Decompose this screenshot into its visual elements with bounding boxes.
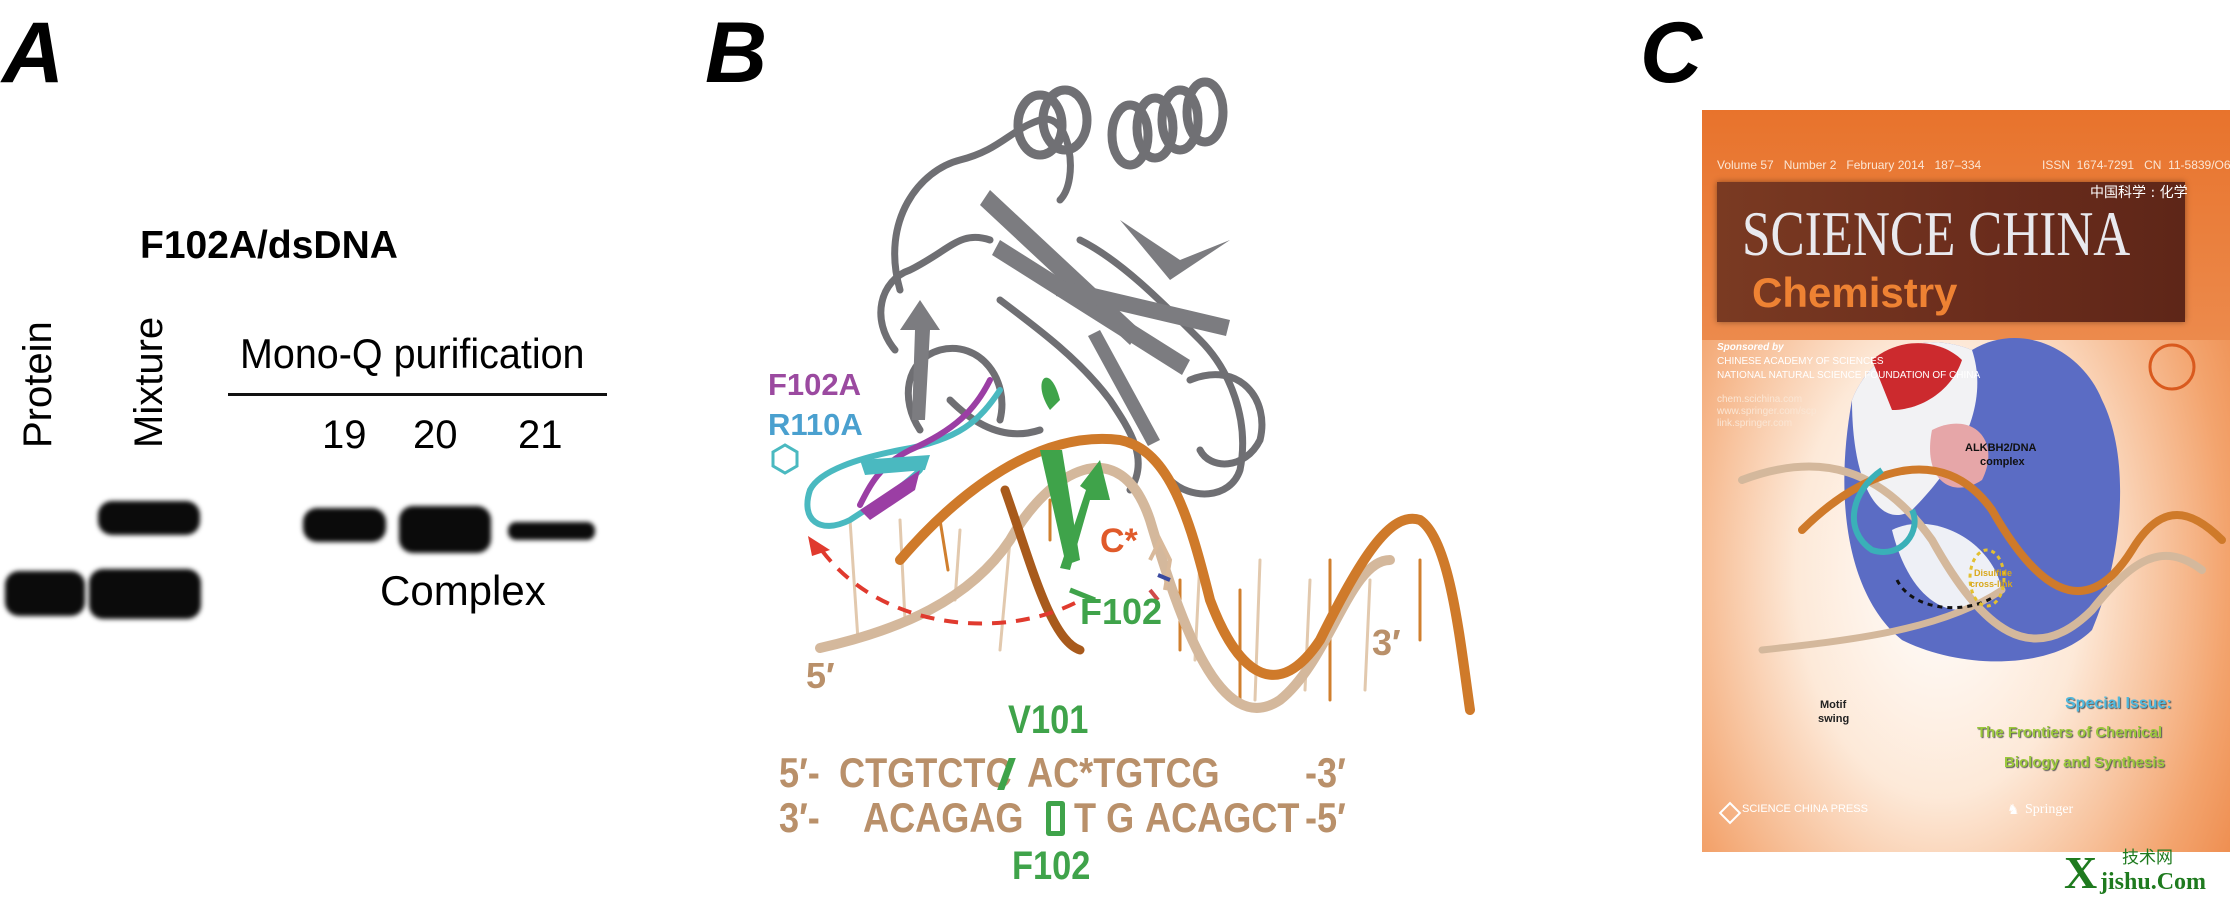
cover-special-title-2: Biology and Synthesis bbox=[2004, 754, 2165, 771]
protein-ribbon-gray bbox=[877, 115, 1266, 498]
gel-band-fraction-20 bbox=[399, 506, 491, 553]
fraction-20: 20 bbox=[413, 413, 458, 457]
cover-link-2: www.springer.com/scp bbox=[1717, 406, 1817, 417]
complex-label: Complex bbox=[380, 567, 546, 614]
panel-a-label: A bbox=[2, 5, 65, 101]
seq-bottom-end: -5′ bbox=[1305, 794, 1346, 841]
mutant-label-r110a: R110A bbox=[768, 407, 863, 442]
cover-issn-line: ISSN 1674-7291 CN 11-5839/O6 bbox=[2042, 158, 2230, 172]
disulfide-circle bbox=[1968, 548, 2006, 608]
cover-motif-2: swing bbox=[1818, 713, 1850, 725]
cover-sponsored-by: Sponsored by bbox=[1717, 342, 1784, 353]
seq-top-end: -3′ bbox=[1305, 749, 1346, 796]
dna-helix bbox=[815, 433, 1475, 715]
mono-q-label: Mono-Q purification bbox=[240, 330, 585, 377]
three-prime-label: 3′ bbox=[1372, 622, 1401, 663]
protein-sheets-gray bbox=[900, 190, 1230, 446]
gel-band-mixture-protein bbox=[89, 569, 201, 619]
c-star-nucleotide bbox=[1148, 535, 1173, 602]
springer-horse-icon: ♞ bbox=[2007, 801, 2020, 817]
journal-cover: Volume 57 Number 2 February 2014 187–334… bbox=[1702, 110, 2230, 852]
watermark-brand: X bbox=[2064, 847, 2098, 898]
seq-bottom-mid: T G bbox=[1074, 794, 1135, 841]
f102-structure-label: F102 bbox=[1080, 591, 1163, 632]
watermark-chinese: 技术网 bbox=[2122, 848, 2173, 868]
c-star-label: C* bbox=[1100, 522, 1138, 560]
panel-b-label: B bbox=[705, 5, 768, 101]
seq-bottom-start: 3′- bbox=[779, 794, 820, 841]
cover-sponsor-2: NATIONAL NATURAL SCIENCE FOUNDATION OF C… bbox=[1717, 370, 1981, 381]
cover-cyan-loop bbox=[1851, 467, 1918, 555]
f102-seq-label: F102 bbox=[1012, 844, 1091, 888]
gel-band-fraction-21 bbox=[508, 522, 595, 540]
cover-publisher-2: Springer bbox=[2025, 802, 2074, 817]
gel-title: F102A/dsDNA bbox=[140, 224, 398, 267]
swing-arrow bbox=[818, 546, 1076, 626]
watermark-domain: jishu.Com bbox=[2100, 869, 2207, 895]
cover-illustration bbox=[1738, 338, 2226, 662]
cover-subject: Chemistry bbox=[1752, 269, 1958, 316]
cover-complex-label-1: ALKBH2/DNA bbox=[1965, 442, 2037, 454]
seq-top-right: AC*TGTCG bbox=[1027, 749, 1220, 796]
f102a-r110a-loop bbox=[771, 377, 1003, 529]
cover-link-3: link.springer.com bbox=[1717, 418, 1793, 429]
society-seal bbox=[2148, 343, 2196, 391]
cover-chinese-title: 中国科学 : 化学 bbox=[2090, 185, 2188, 201]
gel-band-mixture-complex bbox=[98, 501, 200, 535]
panel-c-label: C bbox=[1640, 5, 1703, 101]
mono-q-divider bbox=[228, 393, 607, 396]
f102-hairpin-green bbox=[1040, 377, 1110, 603]
fraction-19: 19 bbox=[322, 413, 367, 457]
protein-helix-gray bbox=[1013, 77, 1228, 170]
cover-disulfide-1: Disulfide bbox=[1974, 568, 2013, 578]
cover-volume-line: Volume 57 Number 2 February 2014 187–334 bbox=[1717, 158, 1982, 172]
cover-publisher-1: SCIENCE CHINA PRESS bbox=[1742, 803, 1868, 815]
cover-motif-arrow bbox=[1895, 579, 1993, 610]
cover-motif-1: Motif bbox=[1820, 699, 1847, 711]
cover-complex-label-2: complex bbox=[1980, 456, 2025, 468]
cover-special-title-1: The Frontiers of Chemical bbox=[1977, 724, 2163, 741]
seq-top-left: CTGTCTC bbox=[839, 749, 1012, 796]
mutant-label-f102a: F102A bbox=[768, 367, 862, 402]
f102-flip-box bbox=[1046, 801, 1065, 836]
cover-title-banner bbox=[1717, 182, 2185, 322]
cover-sponsor-1: CHINESE ACADEMY OF SCIENCES bbox=[1717, 356, 1884, 367]
cover-disulfide-2: cross-link bbox=[1970, 579, 2013, 589]
swing-arrowhead bbox=[808, 536, 830, 556]
seq-bottom-left: ACAGAG bbox=[863, 794, 1024, 841]
cover-special-issue: Special Issue: bbox=[2065, 695, 2172, 712]
gel-band-protein bbox=[5, 571, 85, 616]
cover-journal-title: SCIENCE CHINA bbox=[1742, 198, 2131, 269]
five-prime-label: 5′ bbox=[806, 655, 835, 696]
v101-label: V101 bbox=[1008, 698, 1089, 742]
cover-link-1: chem.scichina.com bbox=[1717, 394, 1803, 405]
fraction-21: 21 bbox=[518, 413, 563, 457]
seq-bottom-right: ACAGCT bbox=[1145, 794, 1300, 841]
seq-top-start: 5′- bbox=[779, 749, 820, 796]
gel-band-fraction-19 bbox=[303, 508, 386, 542]
